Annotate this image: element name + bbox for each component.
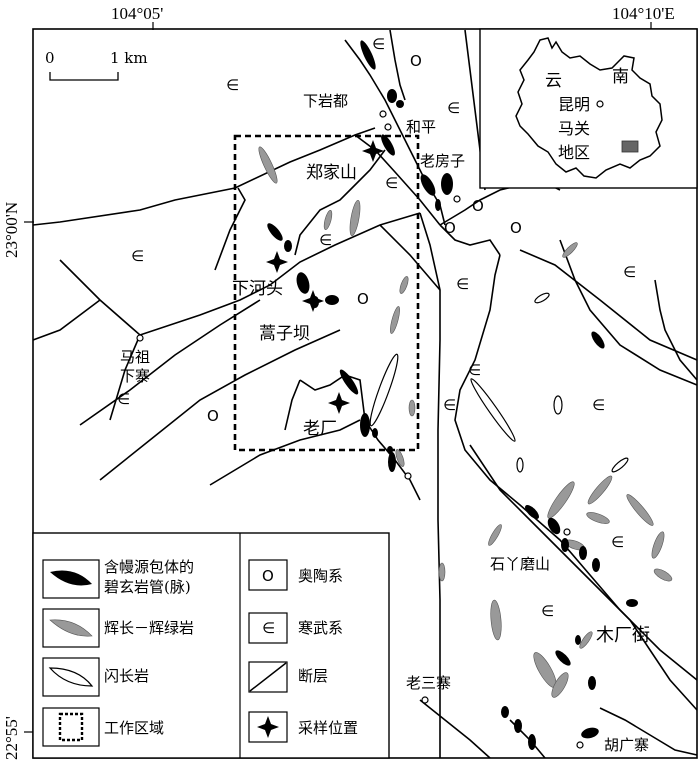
cambrian-symbol: ∈ — [541, 602, 554, 620]
legend-kimberlite-1: 含幔源包体的 — [104, 558, 194, 576]
sample-cross-icon — [266, 251, 288, 273]
scale-length: 1 km — [110, 49, 148, 67]
coord-top-left: 104°05' — [111, 4, 163, 23]
inset-kunming: 昆明 — [558, 95, 590, 114]
legend-ordovician-symbol: O — [262, 567, 274, 585]
inset-marker — [621, 140, 639, 153]
site-circle-icon — [421, 696, 429, 704]
strata-symbols: ∈ O ∈ ∈ ∈ O O O ∈ ∈ ∈ ∈ O ∈ ∈ ∈ ∈ O ∈ ∈ — [117, 35, 636, 620]
place-shiyamoshan: 石丫磨山 — [490, 555, 550, 573]
inset-maguan-1: 马关 — [558, 119, 590, 138]
place-huguangzhai: 胡广寨 — [604, 736, 649, 754]
place-muchangjie: 木厂街 — [596, 625, 650, 646]
legend-cambrian: 寒武系 — [298, 619, 343, 637]
legend-sample: 采样位置 — [298, 719, 358, 737]
site-circle-icon — [379, 110, 387, 118]
legend-cambrian-symbol: ∈ — [262, 619, 275, 637]
sample-cross-icon — [302, 290, 324, 312]
settlement-sites — [136, 110, 584, 749]
sample-cross-icon — [362, 140, 384, 162]
site-circle-icon — [384, 123, 392, 131]
place-xiayandu: 下岩都 — [303, 92, 348, 110]
sample-cross-icon — [328, 392, 350, 414]
cambrian-symbol: ∈ — [372, 35, 385, 53]
place-heping: 和平 — [406, 118, 436, 136]
legend-gabbro: 辉长－辉绿岩 — [104, 619, 194, 637]
place-laosanzhai: 老三寨 — [406, 674, 451, 692]
legend-work-area: 工作区域 — [104, 719, 164, 737]
legend-diorite: 闪长岩 — [104, 667, 149, 685]
place-xiahetou: 下河头 — [232, 279, 283, 299]
cambrian-symbol: ∈ — [456, 275, 469, 293]
kimberlite-pipes — [267, 40, 638, 750]
sample-cross-icon — [257, 716, 279, 738]
yunnan-outline — [515, 37, 663, 179]
legend: 含幔源包体的 碧玄岩管(脉) O 奥陶系 辉长－辉绿岩 ∈ 寒武系 闪长岩 断层… — [32, 532, 390, 759]
place-mazu-2: 下寨 — [120, 367, 150, 385]
scale-bar: 0 1 km — [45, 49, 148, 81]
faults — [32, 29, 698, 759]
site-circle-icon — [576, 741, 584, 749]
ordovician-symbol: O — [472, 197, 484, 215]
ordovician-symbol: O — [207, 407, 219, 425]
place-mazu-1: 马祖 — [120, 348, 150, 366]
cambrian-symbol: ∈ — [592, 396, 605, 414]
legend-ordovician: 奥陶系 — [298, 567, 343, 585]
place-zhengjiashan: 郑家山 — [306, 163, 357, 183]
diorite-bodies — [369, 292, 629, 473]
site-circle-icon — [563, 528, 571, 536]
coord-top-right: 104°10'E — [612, 4, 675, 23]
cambrian-symbol: ∈ — [443, 396, 456, 414]
cambrian-symbol: ∈ — [468, 361, 481, 379]
site-circle-icon — [404, 472, 412, 480]
cambrian-symbol: ∈ — [623, 263, 636, 281]
site-circle-icon — [136, 334, 144, 342]
site-circle-icon — [453, 195, 461, 203]
cambrian-symbol: ∈ — [385, 174, 398, 192]
ordovician-symbol: O — [357, 290, 369, 308]
inset-province-1: 云 — [545, 71, 562, 91]
coord-left-upper: 23°00'N — [2, 202, 21, 258]
cambrian-symbol: ∈ — [226, 76, 239, 94]
place-laochang: 老厂 — [303, 419, 337, 439]
coord-left-lower: 22°55' — [2, 716, 21, 760]
ordovician-symbol: O — [410, 52, 422, 70]
cambrian-symbol: ∈ — [447, 99, 460, 117]
kunming-dot — [596, 100, 604, 108]
place-names: 下岩都 和平 老房子 郑家山 下河头 蒿子坝 马祖 下寨 老厂 石丫磨山 木厂街… — [120, 92, 650, 754]
cambrian-symbol: ∈ — [319, 231, 332, 249]
inset-map: 云 南 昆明 马关 地区 — [479, 28, 698, 189]
scale-zero: 0 — [45, 49, 55, 67]
place-haozibai: 蒿子坝 — [259, 324, 310, 344]
ordovician-symbol: O — [444, 219, 456, 237]
sample-locations — [266, 140, 384, 414]
ordovician-symbol: O — [510, 219, 522, 237]
inset-province-2: 南 — [612, 67, 629, 87]
legend-kimberlite-2: 碧玄岩管(脉) — [104, 578, 191, 596]
cambrian-symbol: ∈ — [117, 390, 130, 408]
place-laofangzi: 老房子 — [420, 152, 465, 170]
inset-maguan-2: 地区 — [558, 143, 590, 162]
work-area-box — [233, 134, 420, 452]
cambrian-symbol: ∈ — [611, 533, 624, 551]
gabbro-bodies — [258, 146, 673, 698]
cambrian-symbol: ∈ — [131, 247, 144, 265]
legend-fault: 断层 — [298, 667, 328, 685]
